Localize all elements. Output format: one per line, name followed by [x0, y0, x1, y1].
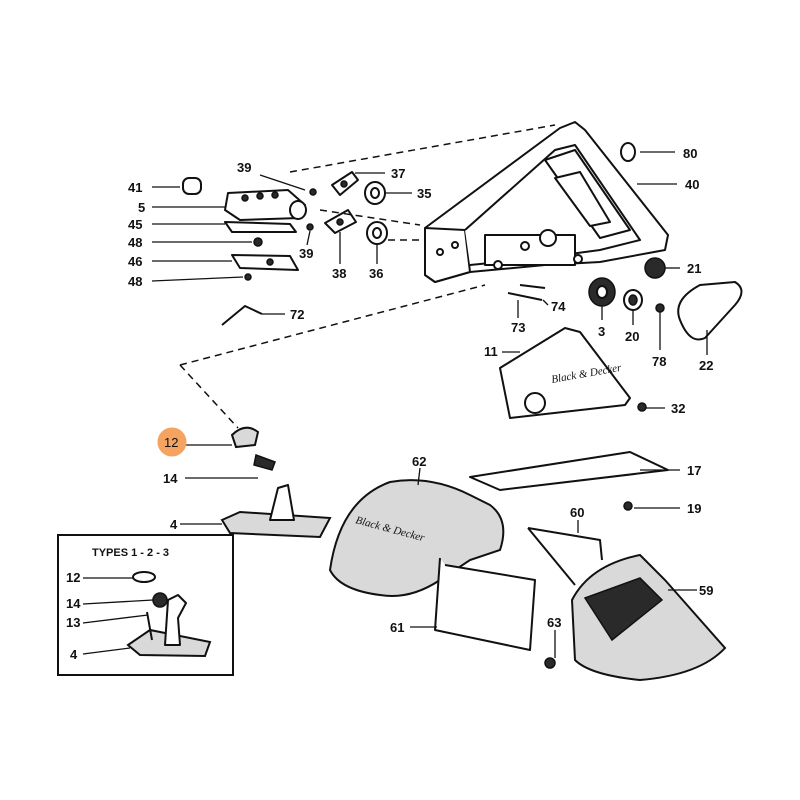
label-17: 17: [687, 463, 701, 478]
plate-part-4: [220, 484, 332, 539]
label-73: 73: [511, 320, 525, 335]
cover-part-11: Black & Decker: [499, 327, 631, 419]
housing-part-40: [424, 121, 669, 283]
label-20: 20: [625, 329, 639, 344]
inset-types-box: TYPES 1 - 2 - 3 12 14 13 4: [57, 534, 234, 676]
label-41: 41: [128, 180, 142, 195]
inset-label-14: 14: [66, 596, 81, 611]
screw-part-39b: [306, 223, 314, 231]
label-39b: 39: [299, 246, 313, 261]
label-37: 37: [391, 166, 405, 181]
screw-part-48a: [253, 237, 263, 247]
label-14: 14: [163, 471, 178, 486]
washer-part-20: [623, 289, 643, 311]
label-36: 36: [369, 266, 383, 281]
label-59: 59: [699, 583, 713, 598]
pins-part-74-73: [507, 284, 546, 301]
label-74: 74: [551, 299, 566, 314]
label-22: 22: [699, 358, 713, 373]
dust-bag-part-62: Black & Decker: [328, 479, 505, 597]
label-46: 46: [128, 254, 142, 269]
label-11: 11: [484, 344, 498, 359]
pulley-part-36: [366, 221, 388, 245]
pulley-part-21: [644, 257, 666, 279]
label-78: 78: [652, 354, 666, 369]
wire-frame-part-61: [434, 557, 536, 651]
label-5: 5: [138, 200, 145, 215]
label-38: 38: [332, 266, 346, 281]
label-62: 62: [412, 454, 426, 469]
bracket-part-37: [331, 171, 359, 196]
part-labels: 80 40 39 37 41 35 5 45 48 39 46 48 38 36…: [128, 146, 713, 635]
label-32: 32: [671, 401, 685, 416]
screw-part-19: [623, 501, 633, 511]
label-39a: 39: [237, 160, 251, 175]
label-63: 63: [547, 615, 561, 630]
label-4: 4: [170, 517, 178, 532]
assembly-dashed-lines: [179, 124, 556, 429]
label-45: 45: [128, 217, 142, 232]
screw-part-78: [655, 303, 665, 313]
label-21: 21: [687, 261, 701, 276]
knob-part-41: [182, 177, 202, 195]
inset-title: TYPES 1 - 2 - 3: [92, 547, 169, 559]
inset-label-12: 12: [66, 570, 80, 585]
label-3: 3: [598, 324, 605, 339]
label-60: 60: [570, 505, 584, 520]
label-40: 40: [685, 177, 699, 192]
belt-part-22: [677, 281, 743, 341]
inset-label-13: 13: [66, 615, 80, 630]
ring-part-80: [620, 142, 636, 162]
plate-part-17: [469, 451, 669, 491]
pulley-part-3: [588, 277, 616, 307]
wire-part-60: [527, 527, 603, 586]
label-35: 35: [417, 186, 431, 201]
screw-part-48b: [244, 273, 252, 281]
spring-part-14: [253, 453, 276, 471]
dust-bag-part-59: [570, 553, 727, 682]
label-61: 61: [390, 620, 404, 635]
label-48b: 48: [128, 274, 142, 289]
plate-part-45: [224, 221, 297, 233]
label-72: 72: [290, 307, 304, 322]
label-19: 19: [687, 501, 701, 516]
bracket-part-38: [324, 209, 357, 234]
callout-12-highlight[interactable]: 12: [157, 427, 187, 457]
hex-key-part-72: [221, 305, 263, 326]
screw-part-39a: [309, 188, 317, 196]
screw-part-32: [637, 402, 647, 412]
inset-label-4: 4: [70, 647, 78, 662]
handle-block-part-5: [224, 189, 307, 221]
leader-lines: [151, 151, 708, 658]
pulley-part-35: [364, 181, 386, 205]
cap-part-12: [230, 426, 260, 449]
label-80: 80: [683, 146, 697, 161]
screw-part-63: [544, 657, 556, 669]
label-12: 12: [164, 435, 178, 450]
label-48a: 48: [128, 235, 142, 250]
plate-part-46: [231, 254, 299, 271]
